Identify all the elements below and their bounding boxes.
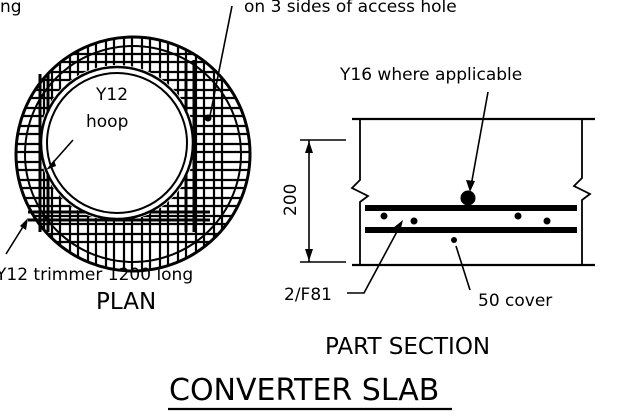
rebar-dot bbox=[543, 217, 551, 225]
top-note-dot bbox=[204, 114, 212, 122]
section-title: PART SECTION bbox=[325, 334, 490, 360]
trimmer-note: Y12 trimmer 1200 long bbox=[0, 265, 193, 285]
hoop-word-label: hoop bbox=[86, 112, 128, 132]
y16-bar bbox=[460, 190, 476, 206]
trimmer-arrowhead bbox=[20, 218, 28, 230]
main-title: CONVERTER SLAB bbox=[169, 373, 439, 408]
y16-note: Y16 where applicable bbox=[339, 65, 522, 85]
rebar-dot bbox=[514, 212, 522, 220]
top-rebar bbox=[365, 205, 577, 211]
plan-title: PLAN bbox=[96, 289, 156, 315]
dim-arrow-bottom bbox=[305, 249, 313, 261]
cover-note: 50 cover bbox=[478, 291, 552, 311]
ref-leader bbox=[347, 225, 401, 294]
y16-leader bbox=[470, 91, 489, 187]
top-left-fragment: ng bbox=[0, 0, 22, 17]
section-view bbox=[300, 91, 595, 294]
dim-arrow-top bbox=[305, 141, 313, 153]
rebar-dot bbox=[451, 237, 457, 243]
hoop-bar bbox=[46, 72, 188, 214]
y16-arrowhead bbox=[466, 180, 475, 192]
slab-outer-edge bbox=[14, 35, 252, 273]
ref-2f81-label: 2/F81 bbox=[284, 285, 332, 305]
access-hole bbox=[39, 65, 195, 221]
rebar-dot bbox=[380, 212, 388, 220]
plan-view bbox=[5, 5, 252, 273]
ref-arrowhead bbox=[393, 220, 403, 232]
top-note-leader bbox=[209, 5, 233, 117]
hoop-bar-label: Y12 bbox=[95, 85, 128, 105]
bottom-rebar bbox=[365, 227, 577, 233]
left-break-line bbox=[350, 119, 370, 265]
slab-inner-edge bbox=[24, 45, 242, 263]
top-note: on 3 sides of access hole bbox=[244, 0, 457, 17]
cover-leader bbox=[455, 245, 471, 291]
rebar-dot bbox=[410, 217, 418, 225]
right-break-line bbox=[572, 119, 592, 265]
dim-200-label: 200 bbox=[281, 184, 301, 216]
hoop-arrowhead bbox=[46, 160, 56, 170]
